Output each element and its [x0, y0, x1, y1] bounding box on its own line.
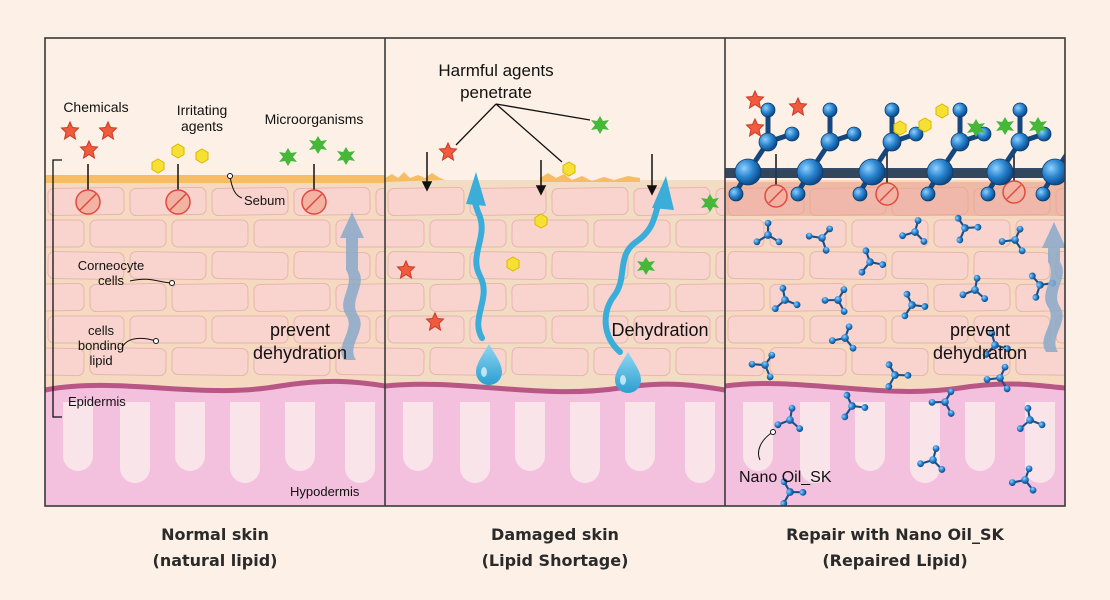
caption-subtitle: (Repaired Lipid)	[822, 551, 968, 570]
corneocyte-cells	[385, 186, 725, 377]
dermis-layer	[725, 385, 1065, 506]
label-prevent-1: prevent	[950, 320, 1010, 340]
nano-oil-molecules	[748, 214, 1057, 506]
label-corneocyte-2: cells	[98, 273, 125, 288]
chemical-stars	[60, 120, 118, 160]
panel-damaged: Harmful agents penetrate Dehydration	[385, 38, 725, 506]
dermis-layer	[385, 386, 725, 506]
panel-repaired: prevent dehydration Nano Oil_SK	[725, 38, 1065, 506]
caption-damaged: Damaged skin (Lipid Shortage)	[385, 522, 725, 574]
penetrated-agents	[396, 116, 719, 332]
caption-subtitle: (natural lipid)	[152, 551, 278, 570]
hypodermis-fingers	[403, 402, 715, 483]
label-bonding-3: lipid	[89, 353, 112, 368]
irritant-hexagons	[151, 143, 209, 174]
blocked-agents	[75, 164, 327, 215]
label-bonding-2: bonding	[78, 338, 124, 353]
moisture-retained-arrow	[340, 212, 364, 360]
label-harmful-2: penetrate	[460, 83, 532, 102]
label-dehydration: Dehydration	[611, 320, 708, 340]
caption-subtitle: (Lipid Shortage)	[481, 551, 629, 570]
label-sebum: Sebum	[244, 193, 285, 208]
caption-repaired: Repair with Nano Oil_SK (Repaired Lipid)	[725, 522, 1065, 574]
water-loss-path-right	[602, 176, 674, 393]
caption-title: Repair with Nano Oil_SK	[786, 525, 1004, 544]
harmful-pointers	[455, 103, 591, 163]
label-prevent-1: prevent	[270, 320, 330, 340]
label-hypodermis: Hypodermis	[290, 484, 360, 499]
water-loss-path-left	[466, 172, 502, 385]
basement-membrane	[385, 381, 725, 395]
label-harmful-1: Harmful agents	[438, 61, 553, 80]
label-irritating-1: Irritating	[177, 102, 228, 118]
label-nano-oil: Nano Oil_SK	[739, 469, 832, 486]
hypodermis-fingers	[63, 402, 375, 483]
nano-oil-barrier	[725, 102, 1065, 202]
moisture-retained-arrow	[1042, 222, 1065, 352]
microorganisms	[279, 136, 355, 166]
blocked-chemicals	[745, 89, 1047, 138]
caption-normal: Normal skin (natural lipid)	[45, 522, 385, 574]
label-prevent-2: dehydration	[253, 343, 347, 363]
corneocyte-cells	[45, 186, 385, 377]
label-irritating-2: agents	[181, 118, 223, 134]
penetrating-arrows	[421, 152, 658, 196]
label-bonding-1: cells	[88, 323, 115, 338]
caption-title: Normal skin	[161, 525, 269, 544]
basement-membrane	[45, 378, 385, 394]
label-chemicals: Chemicals	[63, 99, 128, 115]
caption-title: Damaged skin	[491, 525, 619, 544]
label-corneocyte-1: Corneocyte	[78, 258, 144, 273]
epidermis-bracket	[52, 159, 62, 418]
label-microorganisms: Microorganisms	[265, 111, 364, 127]
label-epidermis: Epidermis	[68, 394, 126, 409]
panel-frames	[44, 37, 1066, 507]
label-prevent-2: dehydration	[933, 343, 1027, 363]
sebum-layer	[45, 175, 385, 183]
damaged-sebum	[385, 172, 640, 182]
basement-membrane	[725, 380, 1065, 394]
panel-normal: Chemicals Irritating agents Microorganis…	[45, 38, 385, 506]
